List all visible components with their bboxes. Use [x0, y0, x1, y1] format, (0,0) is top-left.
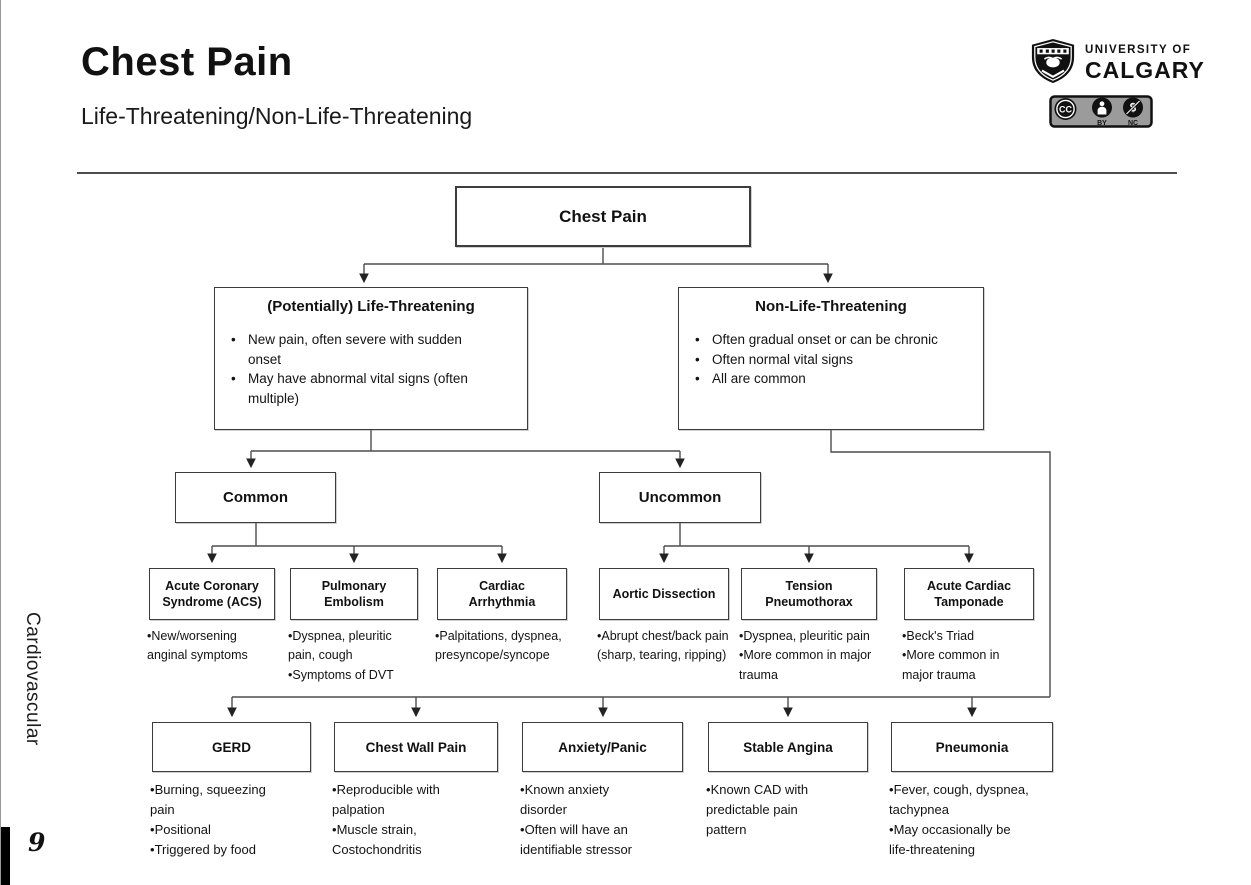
node-label: Pneumonia	[935, 739, 1009, 755]
bullet-item: • All are common	[692, 369, 970, 389]
cause-note: More common in major trauma	[902, 646, 1000, 685]
bullet-text: Often gradual onset or can be chronic	[712, 332, 938, 347]
bullet-marker: •	[695, 371, 700, 387]
section-label: Cardiovascular	[22, 612, 43, 746]
acs-notes: New/worsening anginal symptoms	[147, 627, 269, 666]
bullet-item: • Often normal vital signs	[692, 350, 970, 370]
cause-note: Often will have an identifiable stressor	[520, 820, 650, 860]
cc-icon: CC	[1054, 98, 1077, 120]
node-title: Non-Life-Threatening	[755, 298, 907, 315]
cause-note: Palpitations, dyspnea, presyncope/syncop…	[435, 627, 587, 666]
by-label: BY	[1097, 120, 1107, 127]
anxiety-panic-notes: Known anxiety disorder Often will have a…	[520, 780, 650, 861]
university-logo: UNIVERSITY OF CALGARY	[1029, 38, 1205, 89]
cause-note: Known anxiety disorder	[520, 780, 650, 820]
cause-note: Beck's Triad	[902, 627, 1000, 646]
node-acs: Acute Coronary Syndrome (ACS)	[149, 568, 275, 620]
page-number-bar	[1, 827, 10, 885]
stable-angina-notes: Known CAD with predictable pain pattern	[706, 780, 826, 840]
university-logo-text: UNIVERSITY OF CALGARY	[1085, 44, 1205, 84]
node-label: Cardiac Arrhythmia	[468, 578, 536, 609]
cause-note: May occasionally be life-threatening	[889, 820, 1029, 860]
cause-note: Known CAD with predictable pain pattern	[706, 780, 826, 840]
svg-text:CC: CC	[1059, 105, 1072, 115]
node-uncommon: Uncommon	[599, 472, 761, 523]
cause-note: Symptoms of DVT	[288, 666, 414, 685]
cause-note: Reproducible with palpation	[332, 780, 460, 820]
node-non-life-threatening: Non-Life-Threatening • Often gradual ons…	[678, 287, 984, 430]
chest-wall-pain-notes: Reproducible with palpation Muscle strai…	[332, 780, 460, 861]
node-label: Acute Cardiac Tamponade	[926, 578, 1012, 609]
attribution-person-icon	[1092, 97, 1112, 118]
page-number: 9	[28, 828, 46, 857]
node-label: Chest Pain	[559, 206, 647, 226]
bullet-marker: •	[231, 371, 236, 387]
cardiac-tamponade-notes: Beck's Triad More common in major trauma	[902, 627, 1000, 685]
node-stable-angina: Stable Angina	[708, 722, 868, 772]
cause-note: Positional	[150, 820, 266, 840]
bullet-text: Often normal vital signs	[712, 351, 854, 367]
node-common: Common	[175, 472, 336, 523]
node-label: Pulmonary Embolism	[321, 578, 387, 609]
node-anxiety-panic: Anxiety/Panic	[522, 722, 683, 772]
node-life-threatening: (Potentially) Life-Threatening • New pai…	[214, 287, 528, 430]
bullet-text: All are common	[712, 371, 806, 387]
node-chest-wall-pain: Chest Wall Pain	[334, 722, 498, 772]
cause-note: Fever, cough, dyspnea, tachypnea	[889, 780, 1029, 820]
gerd-notes: Burning, squeezing pain Positional Trigg…	[150, 780, 266, 861]
node-label: Anxiety/Panic	[558, 739, 647, 755]
cause-note: Burning, squeezing pain	[150, 780, 266, 820]
tension-pneumothorax-notes: Dyspnea, pleuritic pain More common in m…	[739, 627, 891, 685]
node-label: Aortic Dissection	[612, 586, 716, 601]
header-divider	[77, 172, 1177, 174]
node-pneumonia: Pneumonia	[891, 722, 1053, 772]
cause-note: Triggered by food	[150, 840, 266, 860]
pneumonia-notes: Fever, cough, dyspnea, tachypnea May occ…	[889, 780, 1029, 861]
node-label: Acute Coronary Syndrome (ACS)	[162, 578, 262, 609]
node-title: (Potentially) Life-Threatening	[267, 298, 475, 315]
node-label: Common	[223, 489, 288, 506]
cause-note: More common in major trauma	[739, 646, 891, 685]
bullet-marker: •	[695, 332, 700, 347]
node-label: GERD	[211, 739, 251, 755]
node-pulmonary-embolism: Pulmonary Embolism	[290, 568, 418, 620]
page-title: Chest Pain	[81, 40, 293, 84]
node-aortic-dissection: Aortic Dissection	[599, 568, 729, 620]
node-label: Chest Wall Pain	[365, 739, 467, 755]
aortic-dissection-notes: Abrupt chest/back pain (sharp, tearing, …	[597, 627, 729, 666]
node-gerd: GERD	[152, 722, 311, 772]
bullet-item: • May have abnormal vital signs (often m…	[228, 369, 514, 408]
cause-note: Dyspnea, pleuritic pain	[739, 627, 891, 646]
pulmonary-embolism-notes: Dyspnea, pleuritic pain, cough Symptoms …	[288, 627, 414, 685]
node-label: Stable Angina	[743, 739, 833, 755]
nc-label: NC	[1128, 120, 1138, 127]
bullet-item: • Often gradual onset or can be chronic	[692, 330, 970, 350]
university-logo-line2: CALGARY	[1085, 56, 1205, 83]
cardiac-arrhythmia-notes: Palpitations, dyspnea, presyncope/syncop…	[435, 627, 587, 666]
bullet-marker: •	[231, 332, 236, 347]
bullet-text: May have abnormal vital signs (often mul…	[248, 371, 468, 406]
cause-note: Dyspnea, pleuritic pain, cough	[288, 627, 414, 666]
node-label: Uncommon	[638, 489, 722, 506]
node-label: Tension Pneumothorax	[765, 578, 853, 609]
node-cardiac-arrhythmia: Cardiac Arrhythmia	[437, 568, 567, 620]
node-tension-pneumothorax: Tension Pneumothorax	[741, 568, 877, 620]
cause-note: Abrupt chest/back pain (sharp, tearing, …	[597, 627, 729, 666]
node-chest-pain: Chest Pain	[455, 186, 751, 247]
university-crest-icon	[1029, 38, 1077, 89]
page-subtitle: Life-Threatening/Non-Life-Threatening	[81, 103, 473, 129]
cause-note: Muscle strain, Costochondritis	[332, 820, 460, 860]
bullet-item: • New pain, often severe with sudden ons…	[228, 330, 514, 369]
university-logo-line1: UNIVERSITY OF	[1085, 43, 1192, 56]
cc-license-badge: CC $ BY NC	[1049, 95, 1153, 133]
non-commercial-icon: $	[1123, 97, 1143, 118]
cause-note: New/worsening anginal symptoms	[147, 627, 269, 666]
node-cardiac-tamponade: Acute Cardiac Tamponade	[904, 568, 1034, 620]
bullet-marker: •	[695, 351, 700, 367]
bullet-text: New pain, often severe with sudden onset	[248, 332, 462, 367]
